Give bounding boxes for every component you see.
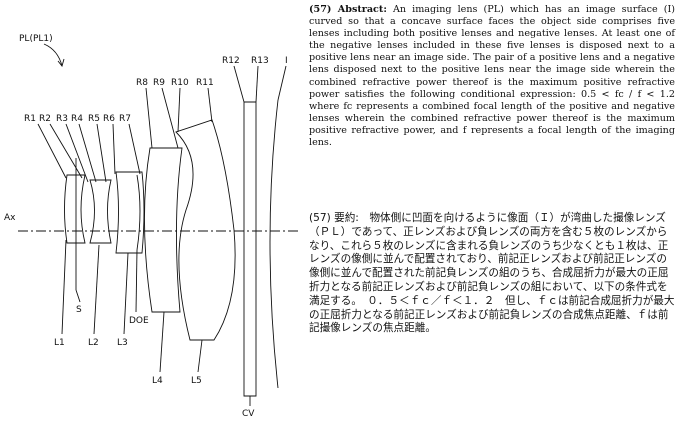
lens-l2-shape [89,179,112,244]
abstract-japanese: (57) 要約: 物体側に凹面を向けるように像面（Ｉ）が湾曲した撮像レンズ（ＰＬ… [309,212,675,336]
system-pointer-arrowhead [57,58,65,67]
surface-label-r12: R12 [222,56,240,66]
surface-label-r6: R6 [103,114,115,124]
surface-label-r13: R13 [251,56,269,66]
image-surface [269,99,279,389]
surface-label-r3: R3 [56,114,68,124]
surface-label-r10: R10 [171,78,189,88]
system-label: PL(PL1) [19,34,53,44]
abstract-english-heading: (57) Abstract: [309,4,387,15]
surface-label-r5: R5 [88,114,100,124]
surface-label-r4: R4 [71,114,83,124]
element-label-l2: L2 [88,338,99,348]
surface-label-i: I [285,56,288,66]
element-label-cv: CV [242,409,255,419]
surface-label-r7: R7 [119,114,131,124]
abstract-english: (57) Abstract: An imaging lens (PL) whic… [309,4,675,149]
cover-glass [243,101,257,397]
element-label-doe: DOE [129,316,149,326]
element-label-l5: L5 [191,376,202,386]
lens-diagram-figure: PL(PL1) Ax R1 R2 R3 R4 R5 R6 R7 R8 R9 R1… [4,34,298,419]
surface-label-r11: R11 [196,78,214,88]
system-pointer-arrow [43,43,63,67]
abstract-japanese-heading: (57) 要約: [309,212,359,224]
lens-l4-shape [144,147,183,313]
axis-label: Ax [4,213,16,223]
lens-l1-shape [64,174,86,244]
lens-l3-shape [115,171,145,254]
element-label-l3: L3 [117,338,128,348]
lens-l5-shape [175,119,236,341]
element-label-l1: L1 [54,338,65,348]
doe-surface [136,174,141,251]
element-label-l4: L4 [152,376,163,386]
surface-label-r1: R1 [24,114,36,124]
element-label-s: S [76,305,82,315]
surface-label-r2: R2 [39,114,51,124]
surface-label-r8: R8 [136,78,148,88]
abstract-english-body: An imaging lens (PL) which has an image … [309,4,675,149]
abstract-japanese-body: 物体側に凹面を向けるように像面（Ｉ）が湾曲した撮像レンズ（ＰＬ）であって、正レン… [309,212,675,335]
surface-label-r9: R9 [153,78,165,88]
